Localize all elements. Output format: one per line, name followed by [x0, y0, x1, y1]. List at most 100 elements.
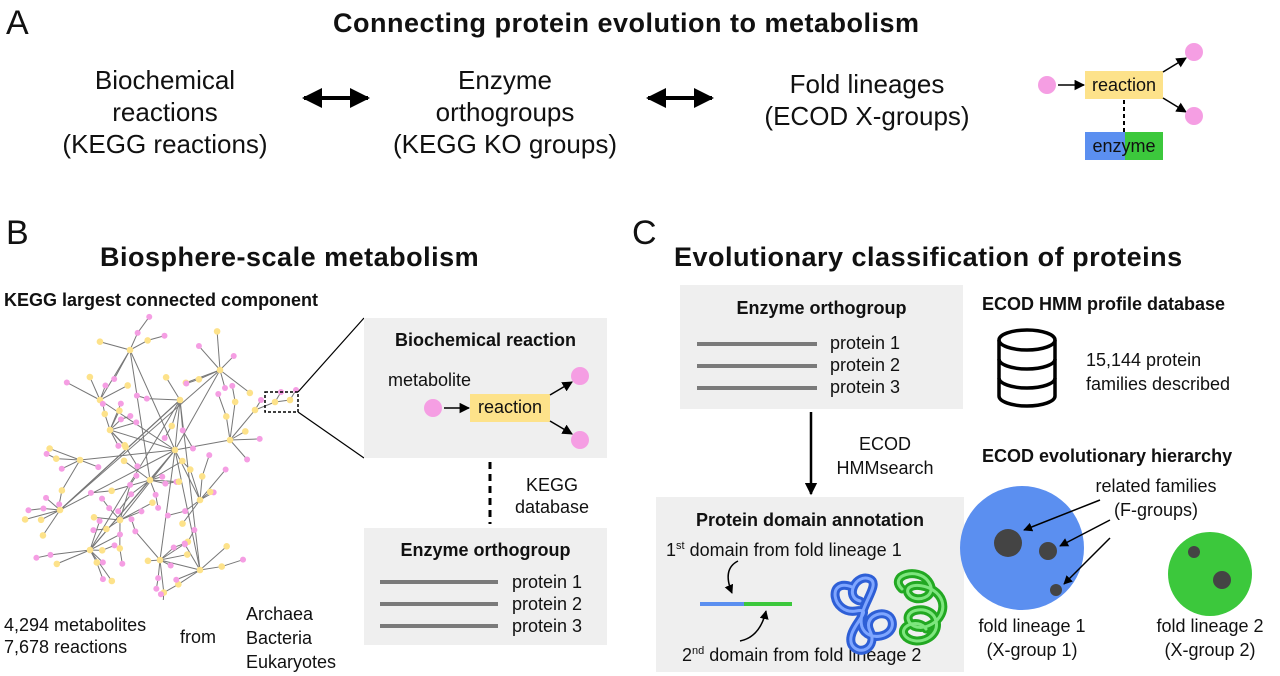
enzyme-orthogroups-label: Enzyme orthogroups (KEGG KO groups)	[370, 64, 640, 160]
lineage1-line2: (X-group 1)	[986, 640, 1078, 660]
db-desc-line1: 15,144 protein	[1086, 350, 1202, 370]
kegg-database-label: KEGG database	[502, 474, 602, 518]
network-reaction-node	[156, 556, 164, 564]
network-edge	[182, 499, 201, 524]
network-metabolite-node	[99, 559, 106, 566]
hierarchy-title: ECOD evolutionary hierarchy	[982, 446, 1233, 466]
network-reaction-node	[206, 488, 214, 496]
network-reaction-node	[176, 396, 184, 404]
network-metabolite-node	[133, 472, 140, 479]
domain1-label: 1st domain from fold lineage 1	[666, 540, 902, 561]
network-reaction-node	[52, 455, 60, 462]
network-metabolite-node	[132, 528, 139, 535]
network-metabolite-node	[191, 526, 198, 533]
db-description: 15,144 protein families described	[1086, 348, 1230, 396]
network-reaction-node	[144, 337, 151, 344]
lineage2-line1: fold lineage 2	[1156, 616, 1264, 636]
network-edge	[66, 382, 101, 401]
network-reaction-node	[198, 473, 206, 480]
network-edge	[49, 448, 81, 461]
network-edge	[198, 369, 221, 380]
network-edge	[171, 399, 181, 427]
domain-archaea: Archaea	[246, 604, 314, 624]
product-node-bottom	[571, 431, 589, 449]
network-metabolite-node	[63, 379, 70, 386]
network-reaction-node	[251, 406, 259, 414]
network-edge	[221, 559, 244, 568]
col2-line3: (KEGG KO groups)	[393, 129, 617, 159]
network-reaction-node	[162, 374, 170, 381]
network-reaction-node	[116, 545, 124, 552]
from-label: from	[180, 627, 216, 647]
related-line2: (F-groups)	[1113, 500, 1198, 520]
network-reaction-node	[103, 525, 110, 533]
network-edge	[199, 566, 222, 571]
lineage2-circle	[1168, 532, 1252, 616]
network-reaction-node	[175, 478, 183, 486]
network-edge	[189, 469, 201, 501]
related-families-label: related families (F-groups)	[1076, 474, 1236, 522]
panel-a-title: Connecting protein evolution to metaboli…	[333, 8, 920, 38]
network-reaction-node	[53, 560, 61, 568]
network-metabolite-node	[138, 508, 145, 515]
reaction-count: 7,678 reactions	[4, 637, 128, 657]
network-edge	[229, 409, 256, 441]
network-reaction-node	[76, 456, 84, 464]
protein-line-2	[380, 602, 498, 606]
network-metabolite-node	[133, 419, 140, 426]
network-metabolite-node	[182, 508, 189, 515]
network-reaction-node	[86, 373, 94, 381]
network-metabolite-node	[164, 512, 171, 519]
network-reaction-node	[196, 566, 204, 574]
network-edge	[24, 509, 61, 520]
network-metabolite-node	[157, 591, 164, 598]
network-reaction-node	[56, 506, 64, 514]
network-reaction-node	[179, 457, 186, 465]
network-metabolite-node	[240, 556, 247, 563]
biochemical-reactions-label: Biochemical reactions (KEGG reactions)	[40, 64, 290, 160]
network-metabolite-node	[111, 542, 118, 549]
network-reaction-node	[96, 338, 104, 346]
network-metabolite-node	[117, 400, 124, 407]
lineage1-label: fold lineage 1 (X-group 1)	[962, 614, 1102, 662]
network-reaction-node	[218, 563, 226, 570]
protein-1-label: protein 1	[512, 572, 583, 592]
lineage1-line1: fold lineage 1	[978, 616, 1086, 636]
network-metabolite-node	[134, 329, 141, 336]
network-metabolite-node	[56, 501, 63, 508]
network-metabolite-node	[221, 384, 228, 391]
c-protein-3-label: protein 3	[830, 377, 901, 397]
c-protein-line-3	[697, 386, 817, 390]
hmmsearch-line2: HMMsearch	[836, 458, 934, 478]
network-edge	[199, 469, 227, 501]
network-metabolite-node	[161, 332, 168, 339]
network-reaction-node	[195, 375, 203, 383]
network-edge	[159, 559, 165, 593]
kegg-db-line2: database	[514, 497, 590, 517]
orthogroup-title-b: Enzyme orthogroup	[400, 540, 571, 560]
mini-enzyme-label: enzyme	[1092, 136, 1156, 156]
network-metabolite-node	[229, 382, 236, 389]
network-reaction-node	[213, 328, 221, 335]
network-metabolite-node	[87, 489, 94, 496]
network-reaction-node	[246, 389, 254, 397]
network-reaction-node	[183, 551, 191, 558]
lineage1-circle	[960, 486, 1084, 610]
network-stats: 4,294 metabolites 7,678 reactions	[4, 614, 146, 658]
network-reaction-node	[168, 422, 176, 430]
arrow-out-1	[1162, 57, 1187, 73]
network-edge	[40, 509, 61, 521]
database-icon	[997, 328, 1057, 408]
network-edge	[129, 349, 151, 481]
network-metabolite-node	[58, 465, 65, 472]
lineage2-label: fold lineage 2 (X-group 2)	[1140, 614, 1280, 662]
hmmsearch-label: ECOD HMMsearch	[830, 432, 940, 480]
network-reaction-node	[126, 346, 134, 354]
network-metabolite-node	[127, 481, 134, 488]
network-reaction-node	[106, 426, 114, 434]
network-edge	[159, 559, 201, 571]
arrow-out-top	[549, 381, 573, 396]
network-reaction-node	[98, 547, 106, 554]
col1-line1: Biochemical	[94, 65, 236, 95]
network-edge	[198, 345, 221, 371]
